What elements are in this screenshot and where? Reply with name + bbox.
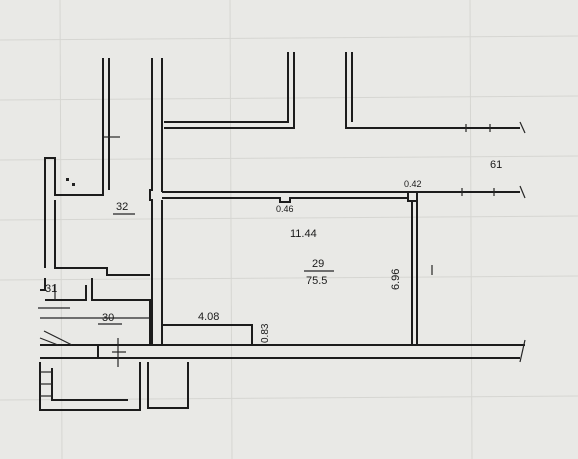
top-room-walls xyxy=(164,52,295,129)
room-29-top-wall xyxy=(162,185,526,203)
top-right-wall xyxy=(345,52,526,134)
room-29-area: 75.5 xyxy=(306,275,327,287)
lower-left-walls xyxy=(38,278,151,367)
dimension-ledge-length: 4.08 xyxy=(198,311,219,323)
room-32-number: 32 xyxy=(116,201,128,213)
central-wall xyxy=(149,58,163,345)
room-29-number: 29 xyxy=(312,258,324,270)
room-31-number: 31 xyxy=(45,283,57,295)
basement-walls xyxy=(39,362,189,411)
room-61-number: 61 xyxy=(490,159,502,171)
room-30-number: 30 xyxy=(102,312,114,324)
bottom-wall xyxy=(40,339,526,363)
dimension-ledge-depth: 0.83 xyxy=(260,323,271,343)
dimension-pilaster-left: 0.46 xyxy=(276,204,294,214)
room-29-right-wall xyxy=(411,201,433,345)
upper-left-walls xyxy=(44,58,150,276)
room-29-ledge xyxy=(162,324,253,345)
dimension-length: 11.44 xyxy=(290,228,317,240)
dimension-width: 6.96 xyxy=(390,269,402,290)
dimension-pilaster-right: 0.42 xyxy=(404,179,422,189)
